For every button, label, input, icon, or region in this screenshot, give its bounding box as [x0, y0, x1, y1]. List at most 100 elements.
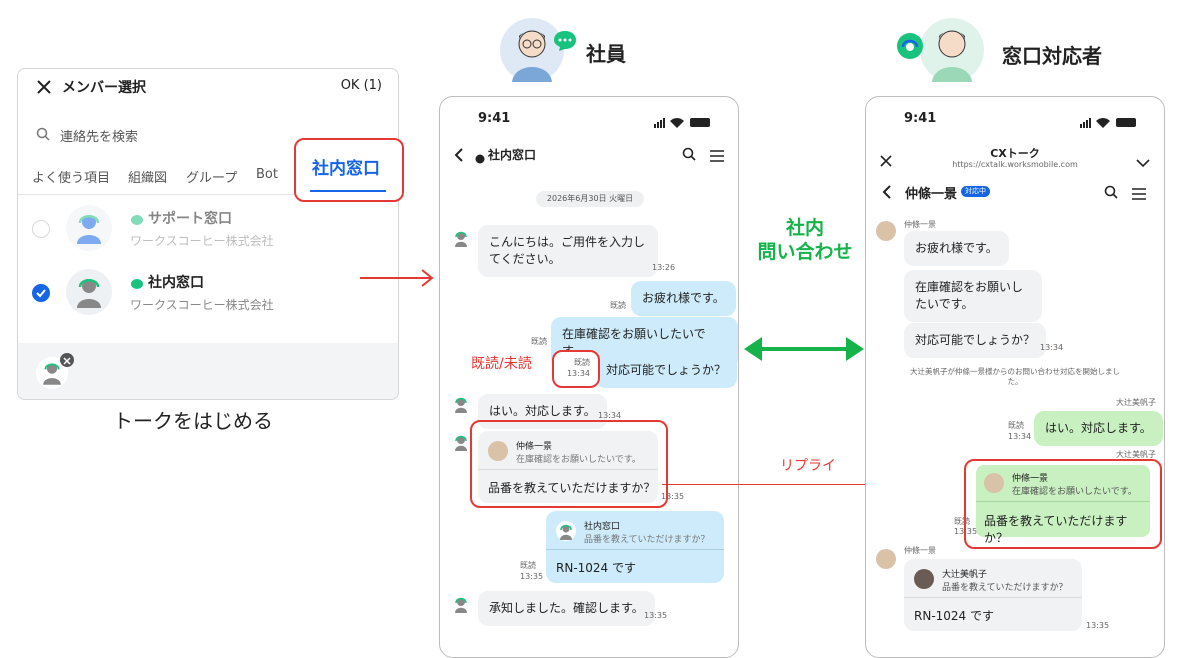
search-icon — [36, 126, 50, 141]
quote-name: 社内窓口 — [584, 522, 621, 532]
quote-name: 仲條一景 — [516, 442, 553, 452]
panel-title: メンバー選択 — [62, 80, 146, 96]
read-status: 既読 — [531, 337, 547, 346]
menu-icon[interactable] — [1132, 185, 1146, 200]
message-time: 13:35 — [520, 572, 544, 581]
chevron-down-icon[interactable] — [1136, 153, 1150, 168]
message-bubble: お疲れ様です。 — [631, 281, 736, 316]
reply-bubble: 社内窓口 品番を教えていただけますか？ RN-1024 です — [546, 511, 724, 583]
check-icon[interactable] — [32, 284, 50, 302]
message-bubble: 在庫確認をお願いしたいです。 — [904, 270, 1042, 322]
chat-bubble-icon — [553, 30, 577, 52]
tab-internal-desk[interactable]: 社内窓口 — [294, 138, 404, 202]
reply-bubble: 仲條一景 在庫確認をお願いしたいです。 品番を教えていただけますか？ — [976, 465, 1150, 545]
agent-name: 大辻美帆子 — [1116, 450, 1156, 459]
avatar — [984, 473, 1004, 493]
reply-callout — [470, 420, 668, 508]
employee-avatar — [500, 18, 564, 82]
quote-name: 大辻美帆子 — [942, 570, 988, 580]
radio-unchecked[interactable] — [32, 220, 50, 238]
quote-name: 仲條一景 — [1012, 474, 1049, 484]
divider — [904, 597, 1082, 598]
read-status-callout: 既読 13:34 — [552, 350, 600, 388]
message-bubble: 対応可能でしょうか？ — [904, 323, 1047, 358]
bot-avatar-icon — [454, 397, 468, 413]
message-bubble: はい。対応します。 — [1034, 411, 1163, 446]
bot-avatar-icon — [454, 435, 468, 451]
close-icon[interactable] — [880, 152, 892, 167]
member-select-panel: メンバー選択 OK (1) 連絡先を検索 よく使う項目 組織図 グループ Bot… — [17, 68, 399, 400]
sender-name: 仲條一景 — [904, 220, 936, 229]
sender-name: 仲條一景 — [904, 546, 936, 555]
reply-callout: 仲條一景 在庫確認をお願いしたいです。 品番を教えていただけますか？ — [964, 459, 1162, 549]
bot-avatar-icon — [556, 521, 576, 541]
divider — [976, 501, 1150, 502]
reply-bubble: 仲條一景 在庫確認をお願いしたいです。 品番を教えていただけますか？ — [478, 431, 658, 503]
read-status: 既読 — [954, 517, 970, 526]
message-bubble: お疲れ様です。 — [904, 231, 1009, 266]
quote-text: 品番を教えていただけますか？ — [584, 535, 710, 545]
reply-connector-line — [662, 484, 968, 485]
message-time: 13:35 — [661, 492, 685, 501]
message-bubble: はい。対応します。 — [478, 394, 607, 429]
tab-underline — [310, 190, 386, 192]
status-time: 9:41 — [478, 111, 511, 126]
chat-title: 仲條一景 — [905, 187, 958, 202]
tab-favorites[interactable]: よく使う項目 — [32, 171, 111, 186]
avatar — [914, 569, 934, 589]
tab-bot[interactable]: Bot — [256, 167, 278, 182]
search-input[interactable]: 連絡先を検索 — [60, 130, 139, 145]
system-message: 大辻美帆子が仲條一景様からのお問い合わせ対応を開始しました。 — [910, 367, 1120, 386]
reply-bubble: 大辻美帆子 品番を教えていただけますか？ RN-1024 です — [904, 559, 1082, 631]
selected-members-tray — [18, 343, 398, 399]
message-bubble: 対応可能でしょうか？ — [595, 353, 738, 388]
avatar — [488, 441, 508, 461]
date-chip: 2026年6月30日 火曜日 — [536, 191, 644, 207]
remove-icon[interactable] — [60, 353, 74, 367]
divider — [18, 194, 398, 195]
close-icon[interactable] — [36, 79, 52, 95]
bot-avatar-icon — [454, 597, 468, 613]
label-internal-inquiry: 社内 問い合わせ — [757, 217, 853, 263]
avatar — [66, 205, 112, 251]
read-status: 既読 — [610, 301, 626, 310]
role-employee: 社員 — [586, 42, 626, 66]
caption-start-talk: トークをはじめる — [113, 409, 273, 433]
tab-org-chart[interactable]: 組織図 — [128, 171, 168, 186]
label-read-unread: 既読/未読 — [471, 356, 532, 372]
member-company: ワークスコーヒー株式会社 — [130, 234, 274, 248]
message-time: 13:35 — [644, 611, 668, 620]
double-arrow-icon — [744, 336, 864, 362]
quote-text: 品番を教えていただけますか？ — [942, 583, 1068, 593]
menu-icon[interactable] — [710, 147, 724, 162]
message-time: 13:34 — [1008, 432, 1032, 441]
quote-text: 在庫確認をお願いしたいです。 — [516, 455, 641, 465]
member-row[interactable]: 社内窓口 ワークスコーヒー株式会社 — [18, 269, 398, 319]
ok-button[interactable]: OK (1) — [340, 78, 382, 93]
message-time: 13:35 — [1086, 621, 1110, 630]
message-time: 13:34 — [1040, 343, 1064, 352]
read-status: 既読 — [520, 561, 536, 570]
app-url: https://cxtalk.worksmobile.com — [952, 160, 1078, 169]
avatar — [876, 549, 896, 569]
member-name: 社内窓口 — [148, 275, 204, 291]
divider — [546, 549, 724, 550]
back-icon[interactable] — [882, 184, 892, 199]
status-badge: 対応中 — [961, 186, 990, 197]
back-icon[interactable] — [454, 147, 464, 162]
bot-avatar-icon — [454, 231, 468, 247]
avatar — [66, 269, 112, 315]
search-icon[interactable] — [682, 146, 696, 161]
message-text: 品番を教えていただけますか？ — [984, 514, 1128, 545]
responder-avatar — [920, 18, 984, 82]
chat-icon — [475, 149, 485, 164]
message-time: 13:34 — [598, 411, 622, 420]
member-company: ワークスコーヒー株式会社 — [130, 298, 274, 312]
member-row[interactable]: サポート窓口 ワークスコーヒー株式会社 — [18, 205, 398, 255]
app-title: CXトーク — [990, 147, 1040, 160]
status-time: 9:41 — [904, 111, 937, 126]
tab-groups[interactable]: グループ — [186, 171, 238, 186]
search-icon[interactable] — [1104, 184, 1118, 199]
read-status: 既読 — [1008, 421, 1024, 430]
avatar — [876, 221, 896, 241]
